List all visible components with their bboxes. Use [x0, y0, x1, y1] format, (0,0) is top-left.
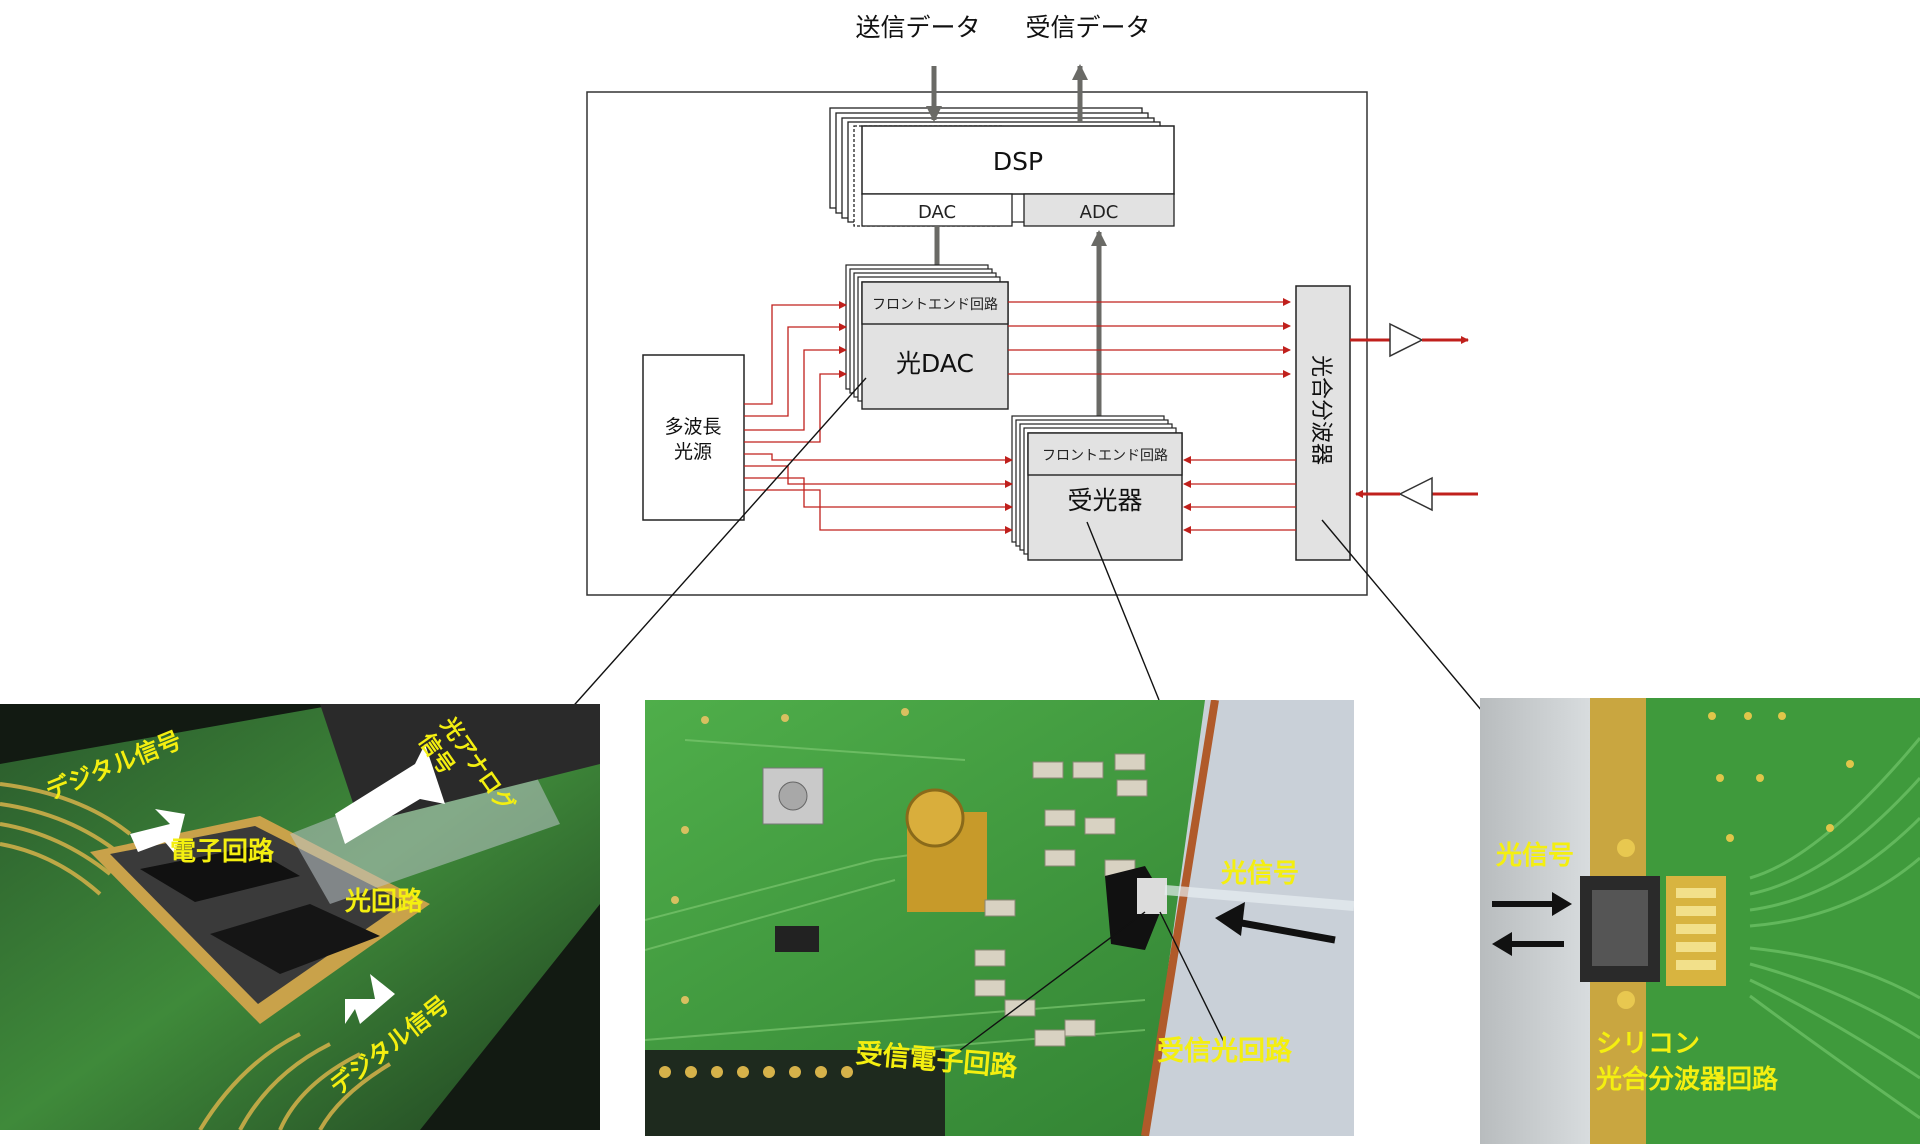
receive-data-label: 受信データ [1025, 13, 1150, 42]
optical-dac-stack: フロントエンド回路 光DAC [845, 264, 1009, 410]
system-frame [586, 91, 1368, 596]
optical-dac-label: 光DAC [896, 349, 974, 378]
right-silicon-label: シリコン [1596, 1029, 1700, 1059]
dsp-stack: DSP DAC ADC [829, 107, 1175, 227]
mux-box [1295, 285, 1351, 561]
receiver-label: 受光器 [1067, 486, 1142, 515]
light-source-label-1: 多波長 [664, 416, 721, 438]
photo-receiver: 光信号 受信電子回路 受信光回路 [645, 700, 1354, 1136]
photo-mux: 光信号 シリコン 光合分波器回路 [1480, 698, 1920, 1144]
frontend-tx-box [861, 281, 1009, 325]
light-source-label-2: 光源 [674, 441, 712, 463]
dsp-label: DSP [993, 147, 1043, 176]
right-mux-circuit-label: 光合分波器回路 [1595, 1064, 1779, 1095]
adc-box [1023, 193, 1175, 227]
center-optical-signal-label: 光信号 [1220, 859, 1299, 889]
light-source-box [642, 354, 745, 521]
frontend-rx-box [1027, 432, 1183, 476]
dac-box [861, 193, 1013, 227]
rx-amplifier [1355, 476, 1478, 512]
leader-odac [567, 377, 867, 713]
frontend-tx-label: フロントエンド回路 [872, 297, 998, 313]
rx-input-lines [744, 453, 1013, 534]
adc-label: ADC [1080, 202, 1119, 223]
left-electronic-label: 電子回路 [170, 836, 275, 867]
receiver-stack: フロントエンド回路 受光器 [1011, 415, 1183, 561]
right-optical-signal-label: 光信号 [1495, 841, 1574, 871]
leader-mux [1321, 519, 1509, 743]
dsp-box [861, 125, 1175, 195]
mux-label: 光合分波器 [1308, 355, 1333, 465]
tx-input-lines [744, 301, 847, 443]
leader-receiver [1086, 521, 1160, 701]
tx-amplifier [1350, 322, 1469, 358]
left-optical-label: 光回路 [344, 886, 424, 917]
frontend-rx-label: フロントエンド回路 [1042, 448, 1168, 464]
center-rx-optical-label: 受信光回路 [1157, 1035, 1293, 1067]
send-data-label: 送信データ [855, 13, 980, 42]
tx-output-lines [1008, 298, 1291, 378]
dac-label: DAC [918, 202, 956, 223]
rx-output-lines [1183, 456, 1296, 534]
photo-optical-dac: デジタル信号 光アナログ 信号 電子回路 光回路 デジタル信号 [0, 704, 600, 1130]
